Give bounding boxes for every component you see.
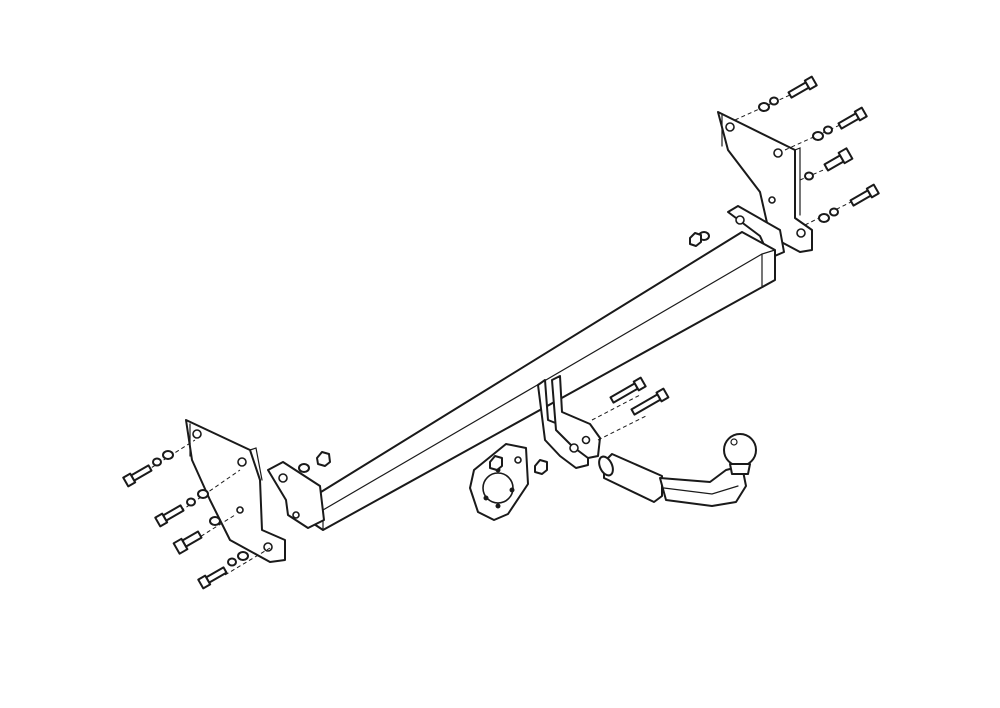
bolt [172, 530, 203, 555]
nut [489, 455, 503, 471]
bolt [837, 106, 868, 130]
nut [534, 459, 548, 475]
center-bracket [537, 375, 670, 469]
right-hardware [689, 75, 880, 247]
cross-beam [267, 205, 785, 531]
nut [316, 451, 331, 467]
bolt [849, 183, 880, 207]
washer [152, 457, 162, 467]
left-hardware [122, 439, 331, 590]
washer [162, 450, 174, 460]
washer [298, 463, 310, 473]
washer [829, 207, 839, 217]
bolt [787, 75, 818, 99]
tow-ball-arm [598, 433, 757, 507]
washer [769, 96, 779, 106]
washer [197, 489, 209, 499]
socket-plate [469, 443, 548, 521]
washer [237, 551, 249, 561]
washer [818, 213, 830, 223]
washer [812, 131, 824, 141]
bolt [823, 147, 854, 172]
bolt [630, 387, 670, 416]
bolt [154, 504, 185, 528]
washer [186, 497, 196, 507]
washer [758, 102, 770, 112]
bolt [122, 464, 153, 488]
washer [209, 516, 221, 526]
bolt [609, 376, 647, 404]
washer [804, 171, 814, 181]
washer [823, 125, 833, 135]
left-mounting-bracket [185, 419, 286, 563]
washer [227, 557, 237, 567]
right-mounting-bracket [717, 111, 813, 253]
bolt [197, 566, 228, 590]
nut [689, 232, 702, 247]
